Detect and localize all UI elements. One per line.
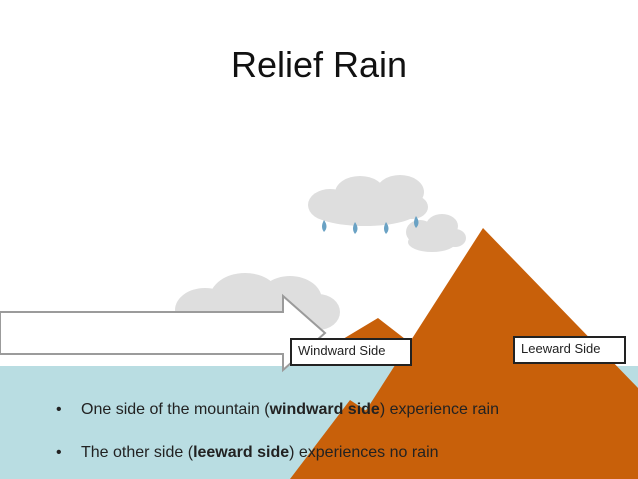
raindrop (322, 220, 327, 232)
bullet-text: ) experience rain (379, 401, 499, 418)
rain-drops (322, 216, 419, 234)
bullet-text: ) experiences no rain (289, 444, 439, 461)
bullet-text: One side of the mountain ( (81, 401, 270, 418)
small-cloud (406, 214, 466, 252)
raindrop (414, 216, 419, 228)
bullet-list: One side of the mountain (windward side)… (56, 396, 616, 479)
slide-title: Relief Rain (230, 44, 408, 85)
bullet-text: The other side ( (81, 444, 194, 461)
rain-cloud (308, 175, 428, 226)
bullet-bold: leeward side (193, 444, 290, 461)
windward-side-label: Windward Side (290, 338, 412, 366)
raindrop (353, 222, 358, 234)
leeward-side-label: Leeward Side (513, 336, 626, 364)
bullet-item: One side of the mountain (windward side)… (56, 396, 616, 439)
raindrop (384, 222, 389, 234)
bullet-item: The other side (leeward side) experience… (56, 439, 616, 479)
bullet-bold: windward side (269, 401, 380, 418)
